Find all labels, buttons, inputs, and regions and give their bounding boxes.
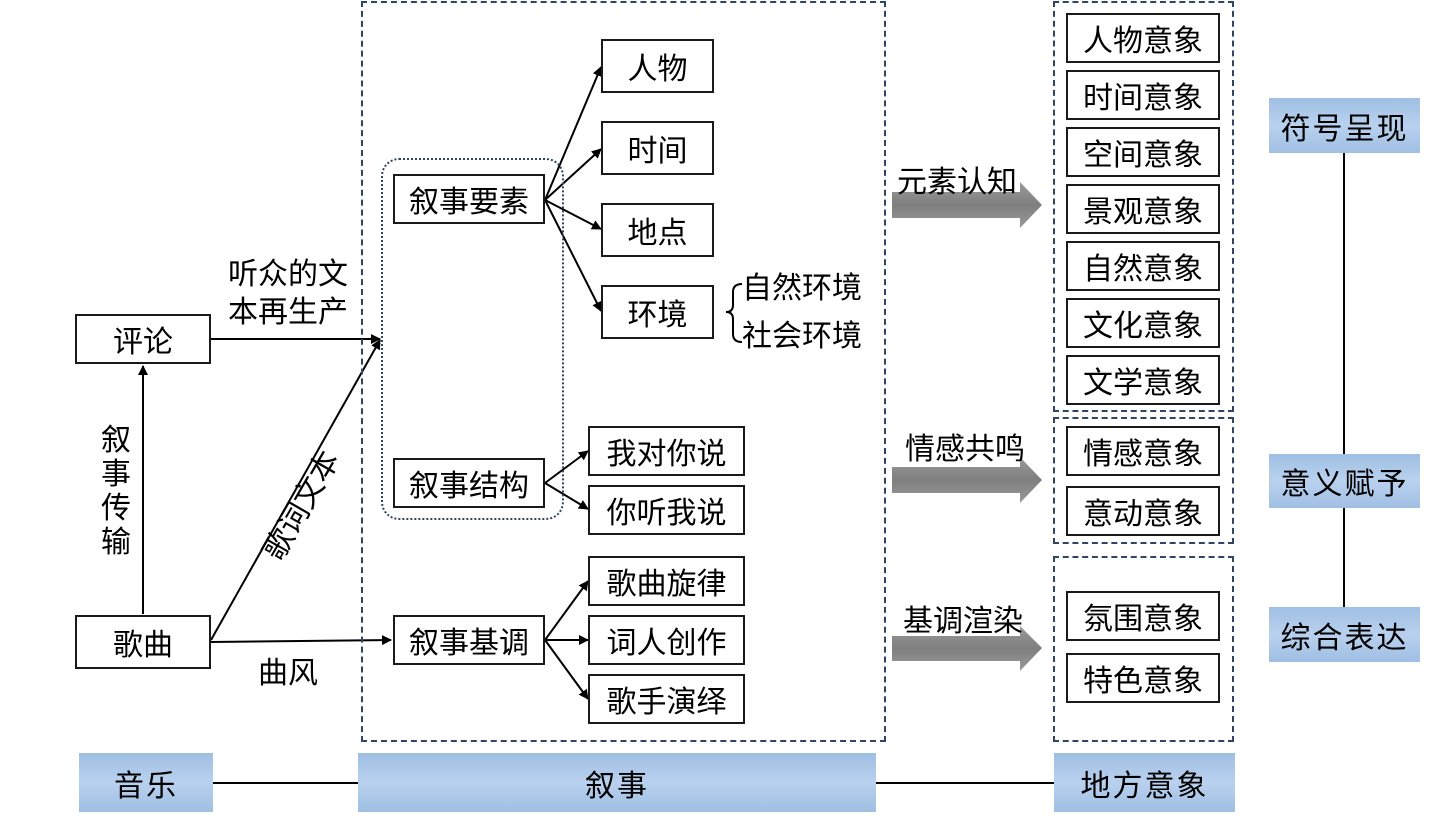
tone-item-melody: 歌曲旋律 xyxy=(588,556,745,606)
imagery-nature: 自然意象 xyxy=(1066,241,1220,291)
stage-comprehensive-expression: 综合表达 xyxy=(1269,607,1420,662)
element-item-place: 地点 xyxy=(601,203,714,257)
element-item-person: 人物 xyxy=(601,39,714,93)
bottom-music: 音乐 xyxy=(79,753,213,812)
imagery-person: 人物意象 xyxy=(1066,13,1220,63)
narrative-structure-node: 叙事结构 xyxy=(393,458,545,508)
comment-node: 评论 xyxy=(75,314,211,364)
environment-brace xyxy=(725,283,743,343)
cognition-block-arrow xyxy=(892,182,1042,228)
tone-item-singer: 歌手演绎 xyxy=(588,674,745,724)
narrative-tone-node: 叙事基调 xyxy=(393,615,545,665)
narrative-transmission-label: 叙事传输 xyxy=(101,423,131,560)
imagery-landscape: 景观意象 xyxy=(1066,184,1220,234)
resonance-label: 情感共鸣 xyxy=(905,432,1025,467)
imagery-culture: 文化意象 xyxy=(1066,298,1220,348)
imagery-group-2 xyxy=(1053,417,1234,544)
imagery-atmosphere: 氛围意象 xyxy=(1066,591,1220,641)
rendering-block-arrow xyxy=(892,626,1042,671)
element-item-time: 时间 xyxy=(601,121,714,175)
imagery-group-1 xyxy=(1053,1,1234,412)
elements-structure-group xyxy=(381,158,564,520)
element-item-environment: 环境 xyxy=(601,285,714,339)
audience-reproduction-line1: 听众的文 xyxy=(228,257,348,292)
bottom-place-imagery: 地方意象 xyxy=(1054,753,1235,812)
natural-environment-label: 自然环境 xyxy=(742,271,862,306)
lyric-arrow xyxy=(210,339,381,641)
resonance-block-arrow xyxy=(892,457,1042,503)
narrative-elements-node: 叙事要素 xyxy=(393,174,545,224)
imagery-feature: 特色意象 xyxy=(1066,653,1220,703)
cognition-label: 元素认知 xyxy=(897,165,1017,200)
imagery-group-3 xyxy=(1053,556,1234,742)
imagery-emotion: 情感意象 xyxy=(1066,426,1220,476)
stage-symbol-presentation: 符号呈现 xyxy=(1269,98,1420,153)
imagery-space: 空间意象 xyxy=(1066,127,1220,177)
rendering-label: 基调渲染 xyxy=(903,604,1023,639)
song-node: 歌曲 xyxy=(75,615,211,669)
tone-item-lyricist: 词人创作 xyxy=(588,615,745,665)
bottom-narrative: 叙事 xyxy=(358,753,876,812)
imagery-time: 时间意象 xyxy=(1066,70,1220,120)
social-environment-label: 社会环境 xyxy=(742,319,862,354)
structure-item-i-tell-you: 我对你说 xyxy=(588,426,745,476)
structure-item-you-tell-me: 你听我说 xyxy=(588,485,745,535)
stage-meaning-assignment: 意义赋予 xyxy=(1269,454,1420,508)
imagery-literature: 文学意象 xyxy=(1066,355,1220,405)
song-style-label: 曲风 xyxy=(258,656,318,691)
audience-reproduction-line2: 本再生产 xyxy=(228,295,348,330)
imagery-volition: 意动意象 xyxy=(1066,486,1220,536)
narrative-container xyxy=(361,1,886,742)
